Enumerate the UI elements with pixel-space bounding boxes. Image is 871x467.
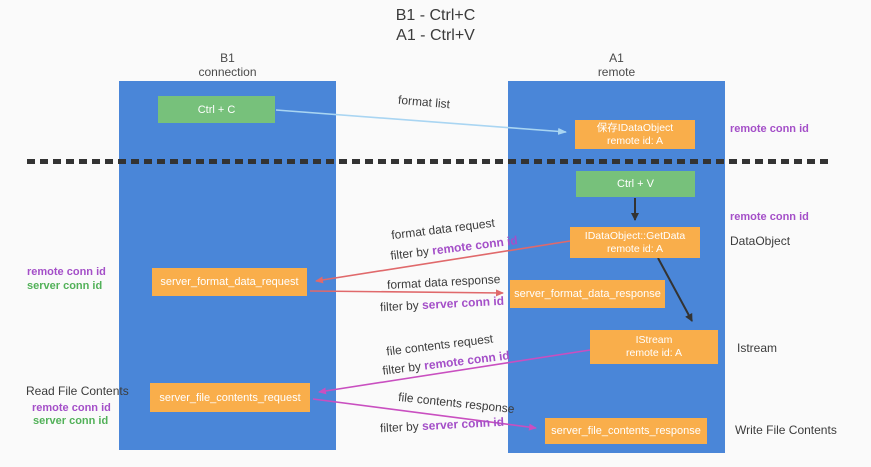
filter-by-text: filter by	[379, 419, 420, 436]
node-idataobject-getdata: IDataObject::GetData remote id: A	[570, 227, 700, 258]
side-remote-conn-id-mid-right: remote conn id	[730, 211, 809, 223]
lane-a1-sub: remote	[597, 65, 636, 79]
lane-header-b1: B1 connection	[119, 51, 336, 79]
node-ctrl-c: Ctrl + C	[158, 96, 275, 123]
node-save-idataobject-line2: remote id: A	[606, 134, 664, 147]
side-server-conn-id-bottom-left: server conn id	[33, 415, 109, 427]
title-line-2: A1 - Ctrl+V	[396, 27, 475, 44]
node-ctrl-v: Ctrl + V	[576, 171, 695, 197]
node-server-file-contents-response: server_file_contents_response	[545, 418, 707, 444]
node-server-file-contents-request: server_file_contents_request	[150, 383, 310, 412]
node-save-idataobject-line1: 保存IDataObject	[596, 121, 674, 134]
filter-by-text: filter by	[379, 298, 420, 315]
node-getdata-line2: remote id: A	[606, 242, 664, 255]
side-remote-conn-id-top-right: remote conn id	[730, 123, 809, 135]
side-read-file-contents-label: Read File Contents	[26, 384, 129, 398]
arrow-file-contents-request	[318, 349, 591, 395]
dashed-divider-line	[27, 159, 833, 164]
lane-a1-name: A1	[609, 51, 624, 65]
lane-b1-name: B1	[220, 51, 235, 65]
side-dataobject-label: DataObject	[730, 234, 791, 248]
arrow-format-data-response	[309, 289, 504, 297]
node-server-format-data-request: server_format_data_request	[152, 268, 307, 296]
side-write-file-contents-label: Write File Contents	[735, 423, 837, 437]
arrow-getdata-to-istream	[657, 257, 693, 322]
node-istream: IStream remote id: A	[590, 330, 718, 364]
node-save-idataobject: 保存IDataObject remote id: A	[575, 120, 695, 149]
side-remote-conn-id-bottom-left: remote conn id	[32, 402, 111, 414]
arrow-file-contents-response	[312, 398, 537, 431]
lane-header-a1: A1 remote	[508, 51, 725, 79]
node-istream-line1: IStream	[635, 334, 673, 346]
side-istream-label: Istream	[737, 341, 778, 355]
diagram-title: B1 - Ctrl+C A1 - Ctrl+V	[0, 6, 871, 46]
arrow-format-list	[275, 109, 567, 135]
title-line-1: B1 - Ctrl+C	[395, 7, 476, 24]
node-server-format-data-response: server_format_data_response	[510, 280, 665, 308]
lane-b1-sub: connection	[198, 65, 257, 79]
node-istream-line2: remote id: A	[625, 347, 683, 359]
side-server-conn-id-mid-left: server conn id	[27, 280, 103, 292]
side-remote-conn-id-mid-left: remote conn id	[27, 266, 106, 278]
node-getdata-line1: IDataObject::GetData	[584, 229, 686, 242]
arrow-format-data-request	[315, 240, 571, 284]
